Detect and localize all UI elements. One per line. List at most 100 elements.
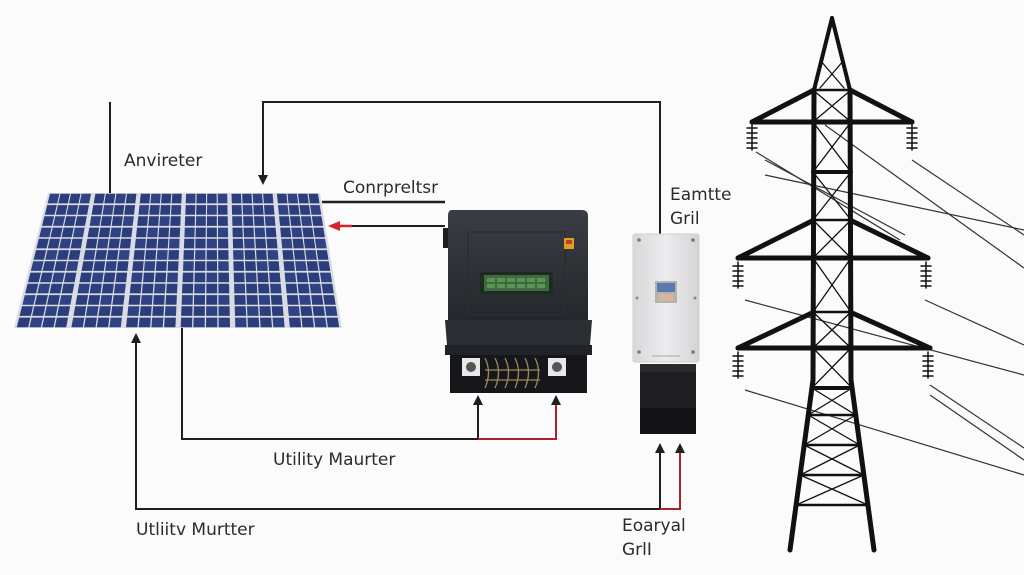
panel-cell — [233, 272, 245, 283]
panel-cell — [181, 295, 193, 305]
panel-cell — [245, 272, 257, 283]
panel-cell — [98, 227, 111, 238]
panel-cell — [235, 317, 247, 328]
panel-cell — [36, 238, 49, 249]
panel-cell — [61, 283, 75, 294]
panel-cell — [257, 272, 269, 283]
panel-cell — [169, 227, 181, 238]
panel-cell — [288, 317, 302, 328]
panel-cell — [311, 295, 324, 305]
panel-cell — [164, 317, 176, 328]
panel-cell — [87, 295, 101, 305]
tower-xbrace — [812, 257, 852, 313]
panel-cell — [79, 272, 92, 283]
panel-cell — [323, 295, 336, 305]
panel-cell — [266, 238, 278, 249]
panel-cell — [133, 250, 145, 260]
panel-cell — [195, 227, 206, 238]
crossarm-left-brace — [735, 217, 817, 261]
panel-cell — [19, 306, 34, 316]
tower-xbrace — [799, 444, 861, 476]
inverter-lower-body — [445, 345, 592, 355]
panel-cell — [95, 250, 107, 260]
panel-cell — [184, 227, 195, 238]
conductor-wire — [755, 151, 901, 241]
panel-cell — [233, 250, 244, 260]
inverter-side-left — [443, 228, 449, 248]
panel-cell — [196, 205, 206, 215]
panel-cell — [183, 250, 195, 260]
panel-cell — [231, 205, 242, 215]
panel-cell — [100, 216, 112, 226]
panel-cell — [126, 317, 139, 328]
inverter-lcd-screen — [484, 275, 549, 291]
panel-cell — [193, 317, 205, 328]
panel-cell — [206, 250, 217, 260]
inverter-body — [448, 210, 588, 320]
panel-cell — [218, 317, 230, 328]
panel-cell — [155, 261, 167, 271]
panel-cell — [66, 205, 79, 215]
panel-cell — [137, 216, 148, 226]
panel-cell — [300, 306, 313, 316]
panel-cell — [148, 216, 159, 226]
panel-cell — [56, 250, 70, 260]
conductor-wire — [924, 299, 1024, 346]
panel-cell — [244, 238, 255, 249]
panel-cell — [111, 216, 123, 226]
panel-cell — [171, 205, 182, 215]
panel-cell — [77, 283, 90, 294]
panel-cell — [268, 261, 280, 271]
panel-cell — [287, 306, 300, 316]
tower-xbrace — [803, 444, 865, 476]
panel-cell — [89, 283, 102, 294]
panel-cell — [129, 283, 142, 294]
tower-member — [819, 59, 845, 89]
panel-cell — [252, 193, 263, 204]
panel-cell — [171, 193, 182, 204]
panel-cell — [193, 295, 205, 305]
panel-cell — [147, 227, 158, 238]
conductor-wire — [744, 299, 1024, 376]
panel-cell — [296, 272, 309, 283]
panel-cell — [256, 261, 268, 271]
panel-cell — [113, 205, 125, 215]
panel-cell — [182, 283, 194, 294]
panel-cell — [39, 227, 52, 238]
wire-panel-to-inverter-black — [181, 328, 483, 440]
panel-cell — [195, 238, 206, 249]
panel-cell — [326, 317, 340, 328]
panel-cell — [258, 295, 271, 305]
panel-cell — [311, 216, 324, 226]
crossarm-right-brace — [847, 87, 915, 125]
panel-cell — [242, 193, 253, 204]
panel-cell — [127, 306, 140, 316]
crossarm-right-brace — [847, 217, 931, 261]
panel-cell — [77, 205, 89, 215]
panel-cell — [118, 250, 130, 260]
solar-panel — [14, 193, 342, 328]
tower-xbrace — [812, 121, 852, 173]
panel-cell — [259, 306, 272, 316]
panel-cell — [194, 283, 206, 294]
panel-cell — [260, 317, 272, 328]
panel-cell — [312, 306, 325, 316]
panel-cell — [217, 193, 228, 204]
panel-cell — [182, 272, 194, 283]
panel-cell — [299, 205, 311, 215]
panel-cell — [63, 272, 77, 283]
panel-cell — [59, 295, 73, 305]
panel-cell — [278, 205, 289, 215]
panel-cell — [58, 193, 70, 204]
panel-cell — [206, 295, 218, 305]
panel-cell — [159, 216, 170, 226]
panel-cell — [298, 193, 309, 204]
panel-cell — [161, 193, 172, 204]
panel-cell — [75, 295, 89, 305]
panel-cell — [16, 317, 31, 328]
panel-cell — [140, 295, 153, 305]
panel-cell — [143, 272, 155, 283]
panel-cell — [157, 238, 169, 249]
label-controller: Conrpreltsr — [343, 178, 439, 198]
wire-meter-red-up — [660, 443, 685, 510]
